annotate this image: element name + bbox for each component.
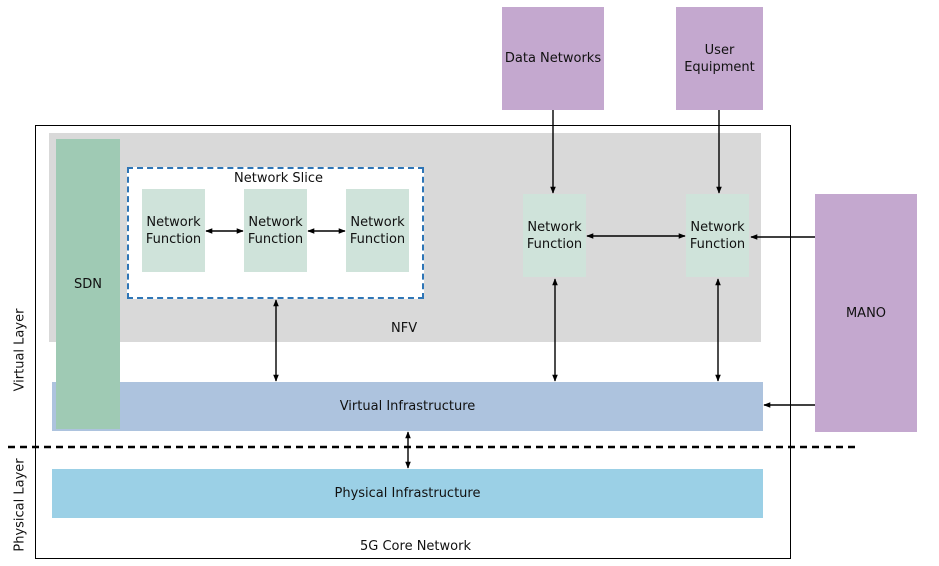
mano: MANO	[815, 194, 917, 432]
physical-infrastructure: Physical Infrastructure	[52, 469, 763, 518]
virtual-infrastructure: Virtual Infrastructure	[52, 382, 763, 431]
sdn-controller: SDN	[56, 139, 120, 429]
network-function-data-side: Network Function	[523, 194, 586, 277]
slice-network-function-1: Network Function	[142, 189, 205, 272]
network-function-ue-side: Network Function	[686, 194, 749, 277]
5g-core-network-label: 5G Core Network	[360, 539, 471, 554]
nfv-label: NFV	[391, 321, 418, 336]
user-equipment: User Equipment	[676, 7, 763, 110]
slice-network-function-3: Network Function	[346, 189, 409, 272]
slice-network-function-2: Network Function	[244, 189, 307, 272]
data-networks: Data Networks	[502, 7, 604, 110]
network-slice-label: Network Slice	[234, 171, 324, 186]
5g-core-network-boundary	[35, 125, 791, 559]
